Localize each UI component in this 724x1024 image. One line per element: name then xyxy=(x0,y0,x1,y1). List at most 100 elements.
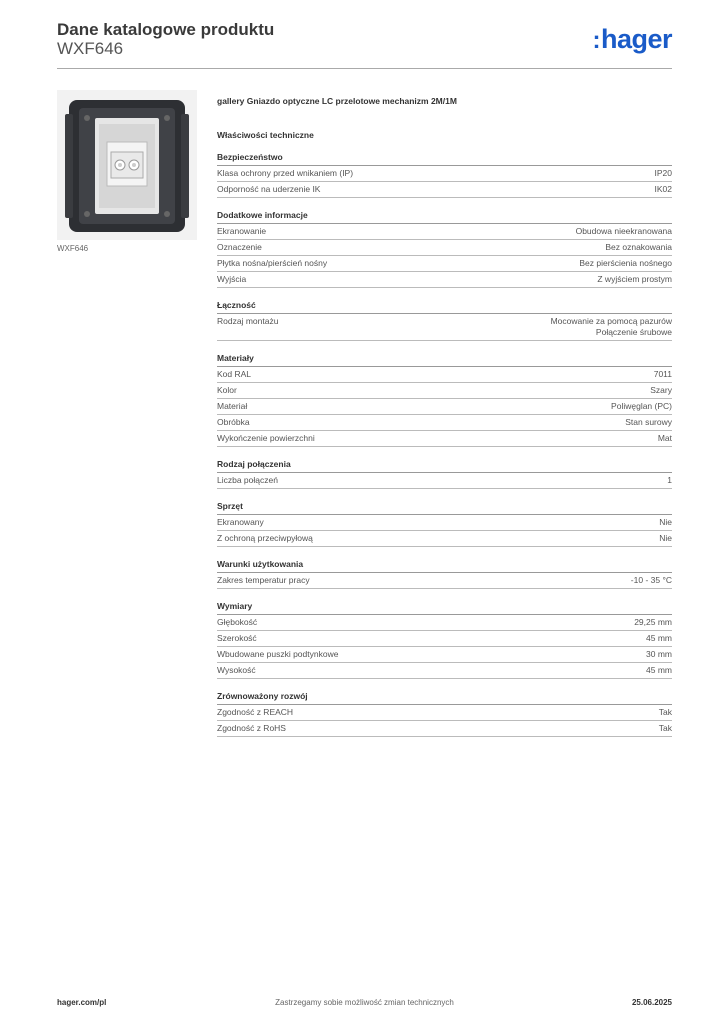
spec-row: Głębokość 29,25 mm xyxy=(217,615,672,631)
section-title: Wymiary xyxy=(217,601,672,615)
footer-date: 25.06.2025 xyxy=(631,998,672,1007)
spec-row: Zgodność z RoHS Tak xyxy=(217,721,672,737)
spec-value-line: Szary xyxy=(650,385,672,395)
spec-value-line: 7011 xyxy=(653,369,672,379)
spec-value-line: 1 xyxy=(667,475,672,485)
spec-label: Wykończenie powierzchni xyxy=(217,433,315,443)
spec-value-line: 45 mm xyxy=(646,665,672,675)
spec-label: Kod RAL xyxy=(217,369,252,379)
spec-label: Z ochroną przeciwpyłową xyxy=(217,533,313,543)
hager-logo: :hager xyxy=(592,24,672,55)
section-title: Dodatkowe informacje xyxy=(217,210,672,224)
spec-label: Materiał xyxy=(217,401,248,411)
spec-row: Szerokość 45 mm xyxy=(217,631,672,647)
spec-value-line: IP20 xyxy=(654,168,673,178)
spec-value-line: Nie xyxy=(659,517,672,527)
footer-website-link[interactable]: hager.com/pl xyxy=(57,998,107,1007)
spec-label: Ekranowanie xyxy=(217,226,267,236)
spec-value-line: Nie xyxy=(659,533,672,543)
spec-value-line: Poliwęglan (PC) xyxy=(611,401,672,411)
spec-label: Kolor xyxy=(217,385,237,395)
spec-value: 30 mm xyxy=(646,649,672,660)
spec-label: Płytka nośna/pierścień nośny xyxy=(217,258,328,268)
spec-value: 45 mm xyxy=(646,633,672,644)
section-title: Bezpieczeństwo xyxy=(217,152,672,166)
spec-label: Zakres temperatur pracy xyxy=(217,575,310,585)
spec-label: Głębokość xyxy=(217,617,258,627)
spec-value: Stan surowy xyxy=(625,417,672,428)
spec-row: Ekranowanie Obudowa nieekranowana xyxy=(217,224,672,240)
logo-dots-icon: : xyxy=(592,27,600,54)
spec-value: 1 xyxy=(667,475,672,486)
spec-value: 29,25 mm xyxy=(634,617,672,628)
spec-row: Ekranowany Nie xyxy=(217,515,672,531)
spec-row: Płytka nośna/pierścień nośny Bez pierście… xyxy=(217,256,672,272)
spec-label: Szerokość xyxy=(217,633,257,643)
spec-label: Odporność na uderzenie IK xyxy=(217,184,321,194)
spec-row: Wyjścia Z wyjściem prostym xyxy=(217,272,672,288)
spec-row: Kolor Szary xyxy=(217,383,672,399)
spec-row: Wbudowane puszki podtynkowe 30 mm xyxy=(217,647,672,663)
product-code: WXF646 xyxy=(57,39,124,58)
product-image xyxy=(57,90,197,240)
spec-row: Odporność na uderzenie IK IK02 xyxy=(217,182,672,198)
document-title: Dane katalogowe produktu xyxy=(57,20,275,39)
spec-row: Oznaczenie Bez oznakowania xyxy=(217,240,672,256)
spec-value: Nie xyxy=(659,517,672,528)
spec-label: Wbudowane puszki podtynkowe xyxy=(217,649,339,659)
spec-value: Szary xyxy=(650,385,672,396)
spec-row: Rodzaj montażu Mocowanie za pomocą pazuró… xyxy=(217,314,672,341)
spec-value-line: Obudowa nieekranowana xyxy=(575,226,672,236)
product-name: gallery Gniazdo optyczne LC przelotowe m… xyxy=(217,96,457,106)
spec-value-line: Stan surowy xyxy=(625,417,672,427)
logo-text: hager xyxy=(600,24,673,54)
spec-label: Liczba połączeń xyxy=(217,475,278,485)
spec-value-line: Bez oznakowania xyxy=(605,242,672,252)
image-caption: WXF646 xyxy=(57,244,89,253)
spec-label: Zgodność z RoHS xyxy=(217,723,286,733)
spec-value-line: Z wyjściem prostym xyxy=(597,274,672,284)
spec-value: Tak xyxy=(659,723,672,734)
spec-value: 45 mm xyxy=(646,665,672,676)
spec-row: Z ochroną przeciwpyłową Nie xyxy=(217,531,672,547)
spec-value-line: Mat xyxy=(657,433,672,443)
spec-value: Bez oznakowania xyxy=(605,242,672,253)
spec-value: Poliwęglan (PC) xyxy=(611,401,672,412)
spec-value-line: IK02 xyxy=(654,184,673,194)
section-title: Sprzęt xyxy=(217,501,672,515)
spec-content: gallery Gniazdo optyczne LC przelotowe m… xyxy=(217,96,672,749)
spec-value: Bez pierścienia nośnego xyxy=(579,258,672,269)
spec-value: IK02 xyxy=(655,184,673,195)
spec-value: Tak xyxy=(659,707,672,718)
spec-value: IP20 xyxy=(655,168,673,179)
spec-label: Wyjścia xyxy=(217,274,247,284)
socket-mechanism-icon xyxy=(57,90,197,240)
spec-row: Zakres temperatur pracy-10 - 35 °C xyxy=(217,573,672,589)
spec-label: Obróbka xyxy=(217,417,250,427)
spec-row: Klasa ochrony przed wnikaniem (IP)IP20 xyxy=(217,166,672,182)
footer-disclaimer: Zastrzegamy sobie możliwość zmian techni… xyxy=(275,998,454,1007)
spec-value: 7011 xyxy=(654,369,672,380)
page-header: Dane katalogowe produktu WXF646 :hager xyxy=(57,20,673,70)
technical-properties-heading: Właściwości techniczne xyxy=(217,130,314,140)
spec-label: Rodzaj montażu xyxy=(217,316,279,326)
spec-row: Obróbka Stan surowy xyxy=(217,415,672,431)
spec-label: Wysokość xyxy=(217,665,256,675)
spec-label: Oznaczenie xyxy=(217,242,262,252)
spec-row: Wysokość 45 mm xyxy=(217,663,672,679)
spec-label: Ekranowany xyxy=(217,517,264,527)
spec-value-line: Tak xyxy=(658,707,672,717)
section-title: Łączność xyxy=(217,300,672,314)
